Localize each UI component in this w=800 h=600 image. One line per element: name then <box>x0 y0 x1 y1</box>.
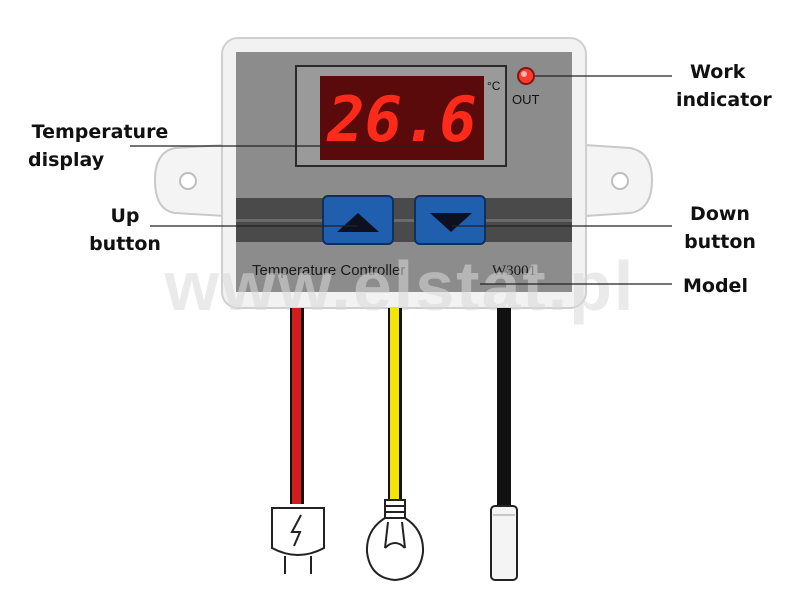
callout-up-button: Up button <box>80 202 170 258</box>
callout-text: button <box>684 231 756 253</box>
callout-work-indicator: Work indicator <box>676 58 772 114</box>
work-indicator-highlight <box>521 71 527 77</box>
callout-temperature-display: Temperature display <box>26 118 174 174</box>
red-power-wire <box>290 308 304 504</box>
callout-down-button: Down button <box>680 200 760 256</box>
down-button[interactable] <box>414 195 486 245</box>
panel-title: Temperature Controller <box>252 262 405 279</box>
temperature-digits: 26.6 <box>326 83 476 156</box>
model-code: W3001 <box>492 263 536 279</box>
callout-text: Work <box>690 61 746 83</box>
callout-text: Up <box>110 205 140 227</box>
yellow-load-wire <box>388 308 402 504</box>
up-arrow-icon <box>337 213 379 232</box>
callout-text: indicator <box>676 89 772 111</box>
callout-model: Model <box>683 272 748 300</box>
left-mount-hole <box>179 172 197 190</box>
callout-text: Model <box>683 275 748 297</box>
callout-text: Temperature <box>31 121 169 143</box>
out-label: OUT <box>512 92 540 107</box>
unit-label: °C <box>487 79 501 93</box>
down-arrow-icon <box>430 213 472 232</box>
black-sensor-wire <box>497 308 511 508</box>
temperature-probe-icon <box>490 505 518 581</box>
up-button[interactable] <box>322 195 394 245</box>
right-mount-hole <box>611 172 629 190</box>
callout-text: button <box>89 233 161 255</box>
light-bulb-icon <box>365 499 425 582</box>
power-plug-icon <box>271 507 325 574</box>
callout-text: display <box>28 149 105 171</box>
button-stripe-line <box>236 219 572 222</box>
callout-text: Down <box>690 203 750 225</box>
